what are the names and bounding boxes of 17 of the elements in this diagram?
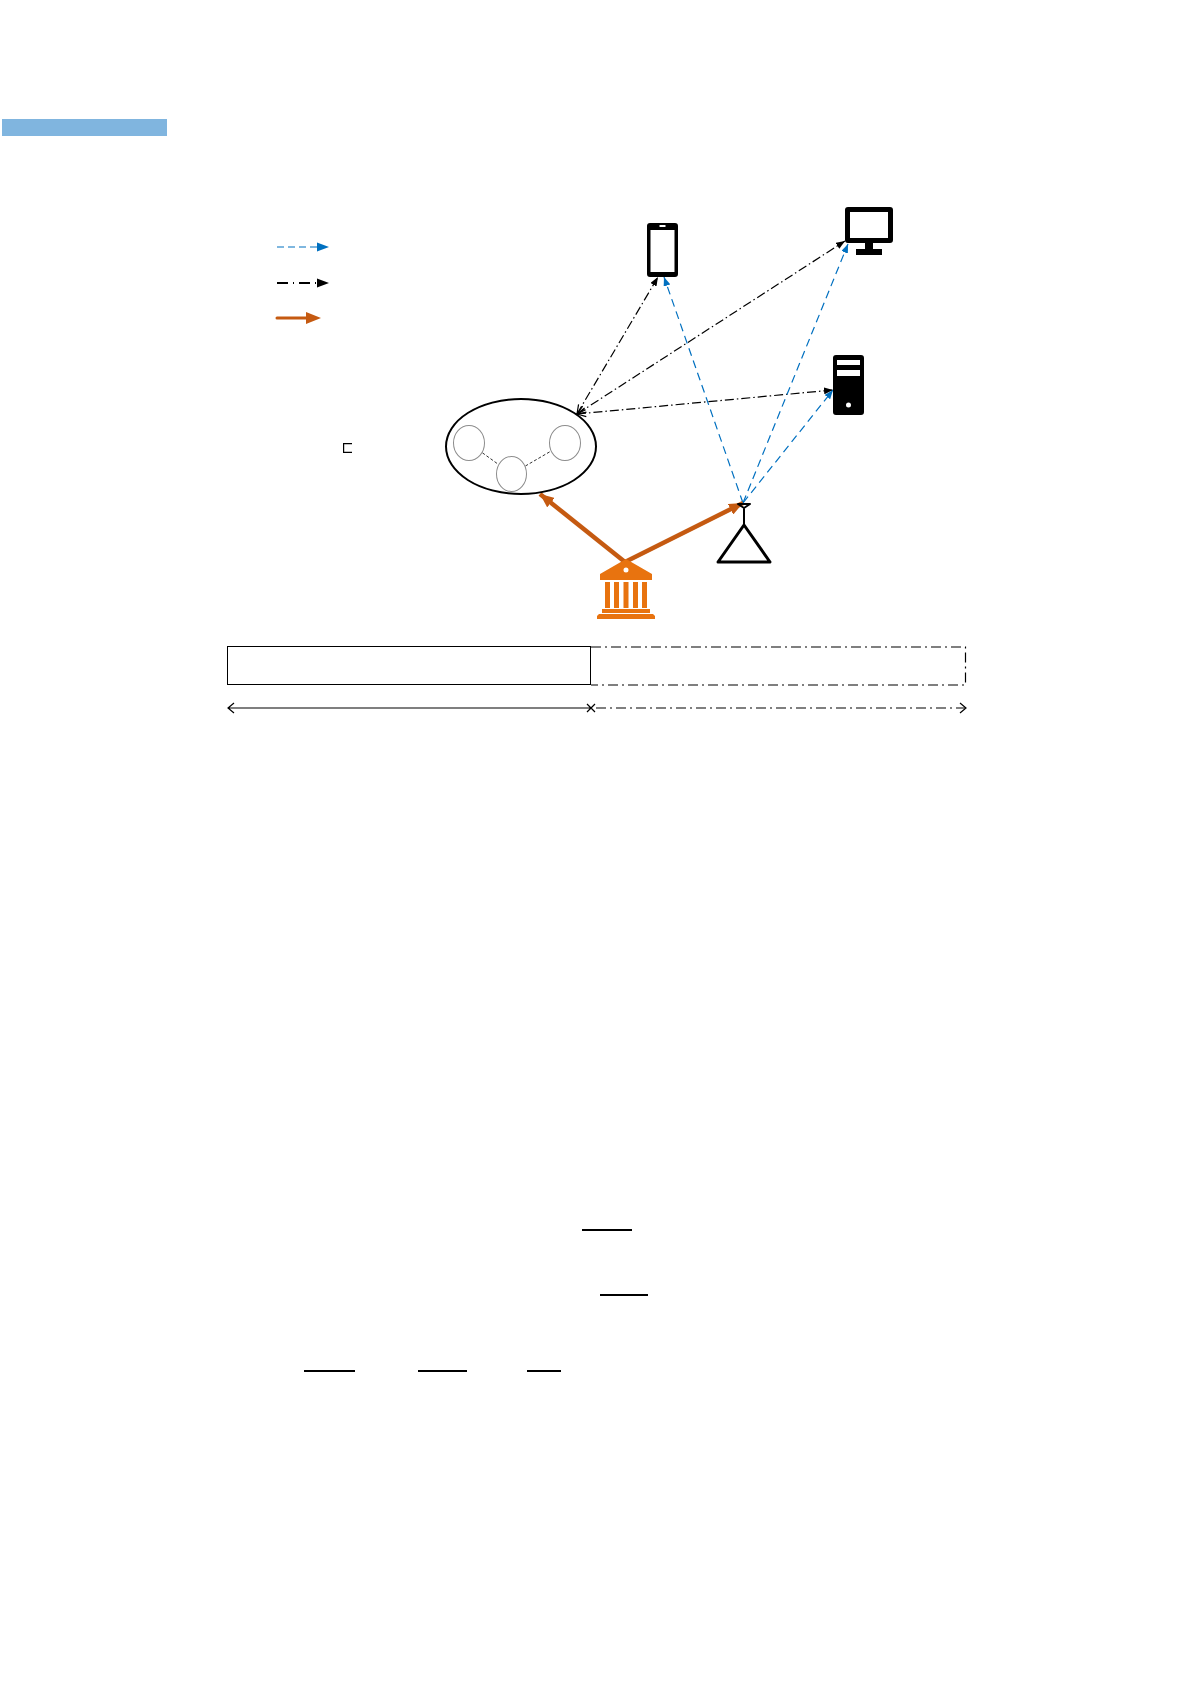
- building-icon: [597, 559, 655, 619]
- monitor-icon: [845, 207, 893, 255]
- arrow: [576, 276, 659, 415]
- connector-line: [525, 450, 552, 467]
- arrow: [624, 501, 744, 564]
- cluster-ellipse: [445, 398, 597, 495]
- dashed-timeline-bar: [591, 646, 967, 686]
- connector-line: [482, 452, 499, 465]
- arrow: [538, 492, 627, 564]
- arrow: [576, 240, 846, 415]
- smartphone-icon: [647, 223, 678, 277]
- antenna-icon: [714, 502, 774, 565]
- arrow: [742, 389, 834, 504]
- server-tower-icon: [833, 355, 864, 415]
- timeline-bar: [227, 646, 591, 685]
- arrow: [663, 276, 744, 504]
- arrow: [742, 243, 849, 504]
